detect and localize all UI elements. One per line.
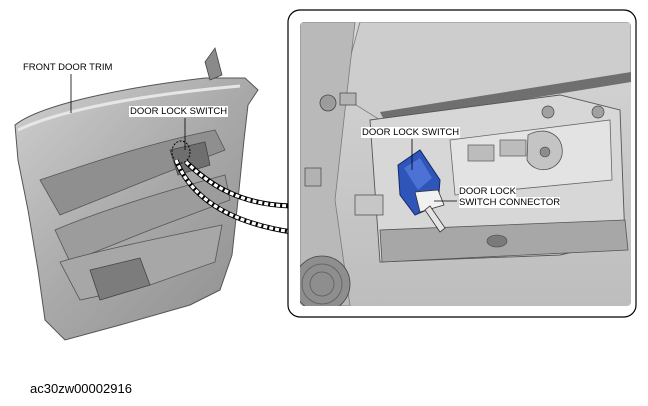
zoom-connector (173, 159, 293, 235)
door-lock-switch-connector-part (414, 189, 446, 233)
detail-view (287, 9, 637, 318)
label-front-door-trim: FRONT DOOR TRIM (23, 62, 113, 73)
figure-id: ac30zw00002916 (30, 381, 132, 396)
label-door-lock-switch-left: DOOR LOCK SWITCH (129, 106, 229, 117)
front-door-trim (14, 47, 259, 341)
label-door-lock-switch-right: DOOR LOCK SWITCH (361, 127, 461, 138)
callout-circle (171, 140, 191, 164)
label-connector-line1: DOOR LOCK (459, 186, 517, 197)
label-connector-line2: SWITCH CONNECTOR (459, 197, 561, 208)
